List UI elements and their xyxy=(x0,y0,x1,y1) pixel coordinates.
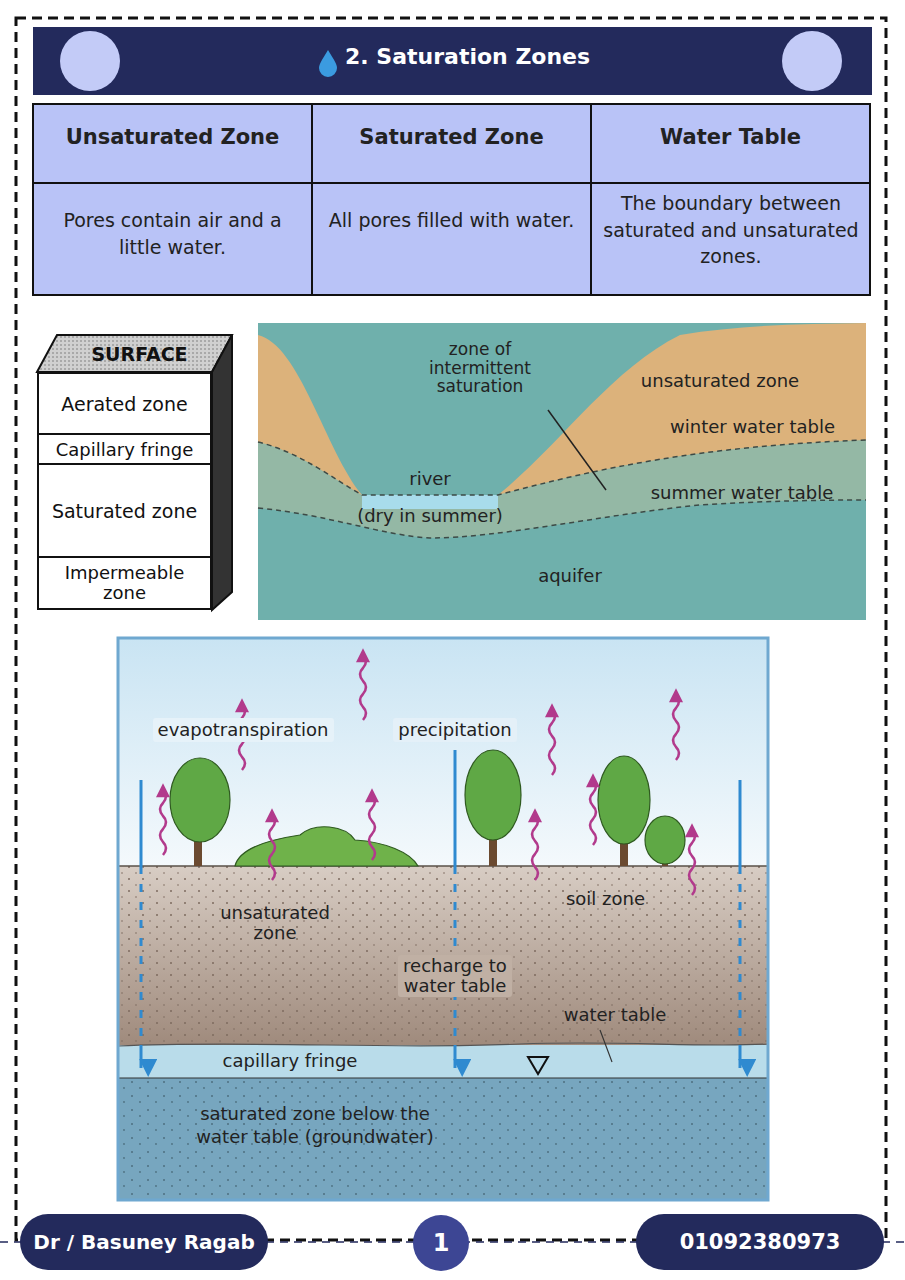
diagram-label: precipitation xyxy=(393,718,517,742)
node-text: 1 xyxy=(433,1229,450,1257)
evaporation-arrowhead xyxy=(158,786,168,796)
layer-box: SURFACE xyxy=(57,337,222,370)
evaporation-arrowhead xyxy=(267,811,277,821)
table-cell: All pores filled with water. xyxy=(319,207,584,234)
evaporation-arrowhead xyxy=(671,691,681,701)
node-text: Saturated zone xyxy=(52,500,197,522)
diagram-label: saturated zone below the water table (gr… xyxy=(180,1103,450,1148)
evaporation-arrow xyxy=(269,815,275,880)
node-text: Dr / Basuney Ragab xyxy=(33,1230,254,1254)
evaporation-arrow xyxy=(532,815,538,880)
layer-box: Impermeable zone xyxy=(37,558,212,610)
evaporation-arrow xyxy=(673,695,679,760)
evaporation-arrowhead xyxy=(588,776,598,786)
diagram-label: (dry in summer) xyxy=(330,505,530,527)
layer-box: Aerated zone xyxy=(37,372,212,435)
evaporation-arrow xyxy=(590,780,596,845)
table-cell: The boundary between saturated and unsat… xyxy=(597,190,865,270)
node-text: Impermeable zone xyxy=(43,563,206,603)
evaporation-arrowhead xyxy=(547,706,557,716)
evaporation-arrowhead xyxy=(367,791,377,801)
diagram-label: zone of intermittent saturation xyxy=(415,340,545,396)
diagram-label: aquifer xyxy=(490,565,650,587)
diagram-label: river xyxy=(375,468,485,490)
page-number: 1 xyxy=(413,1215,469,1271)
evaporation-arrow xyxy=(360,655,366,720)
evaporation-arrow xyxy=(369,795,375,860)
evaporation-arrow xyxy=(549,710,555,775)
table-cell: Water Table xyxy=(595,125,866,150)
node-text: 01092380973 xyxy=(680,1230,841,1254)
footer-pill: Dr / Basuney Ragab xyxy=(20,1214,268,1270)
node-text: Aerated zone xyxy=(61,393,187,415)
layer-box: Capillary fringe xyxy=(37,435,212,465)
diagram-label: capillary fringe xyxy=(195,1050,385,1072)
node-text: Capillary fringe xyxy=(56,439,193,460)
evaporation-arrowhead xyxy=(237,701,247,711)
evaporation-arrowhead xyxy=(687,826,697,836)
evaporation-arrow xyxy=(160,790,166,855)
header-title: 2. Saturation Zones xyxy=(345,44,745,69)
table-cell: Unsaturated Zone xyxy=(37,125,308,150)
diagram-label: soil zone xyxy=(548,888,663,910)
diagram-label: unsaturated zone xyxy=(200,903,350,943)
evaporation-arrow xyxy=(689,830,695,895)
table-cell: Saturated Zone xyxy=(316,125,587,150)
diagram-label: water table xyxy=(545,1004,685,1026)
layer-box: Saturated zone xyxy=(37,465,212,558)
table-cell: Pores contain air and a little water. xyxy=(40,207,305,260)
evaporation-arrowhead xyxy=(530,811,540,821)
diagram-label: unsaturated zone xyxy=(600,370,840,392)
diagram-label: evapotranspiration xyxy=(153,718,334,742)
evaporation-arrowhead xyxy=(358,651,368,661)
diagram-label: winter water table xyxy=(640,416,865,438)
footer-pill: 01092380973 xyxy=(636,1214,884,1270)
diagram-label: summer water table xyxy=(620,482,864,504)
node-text: SURFACE xyxy=(91,343,187,365)
diagram-label: recharge to water table xyxy=(398,955,512,997)
